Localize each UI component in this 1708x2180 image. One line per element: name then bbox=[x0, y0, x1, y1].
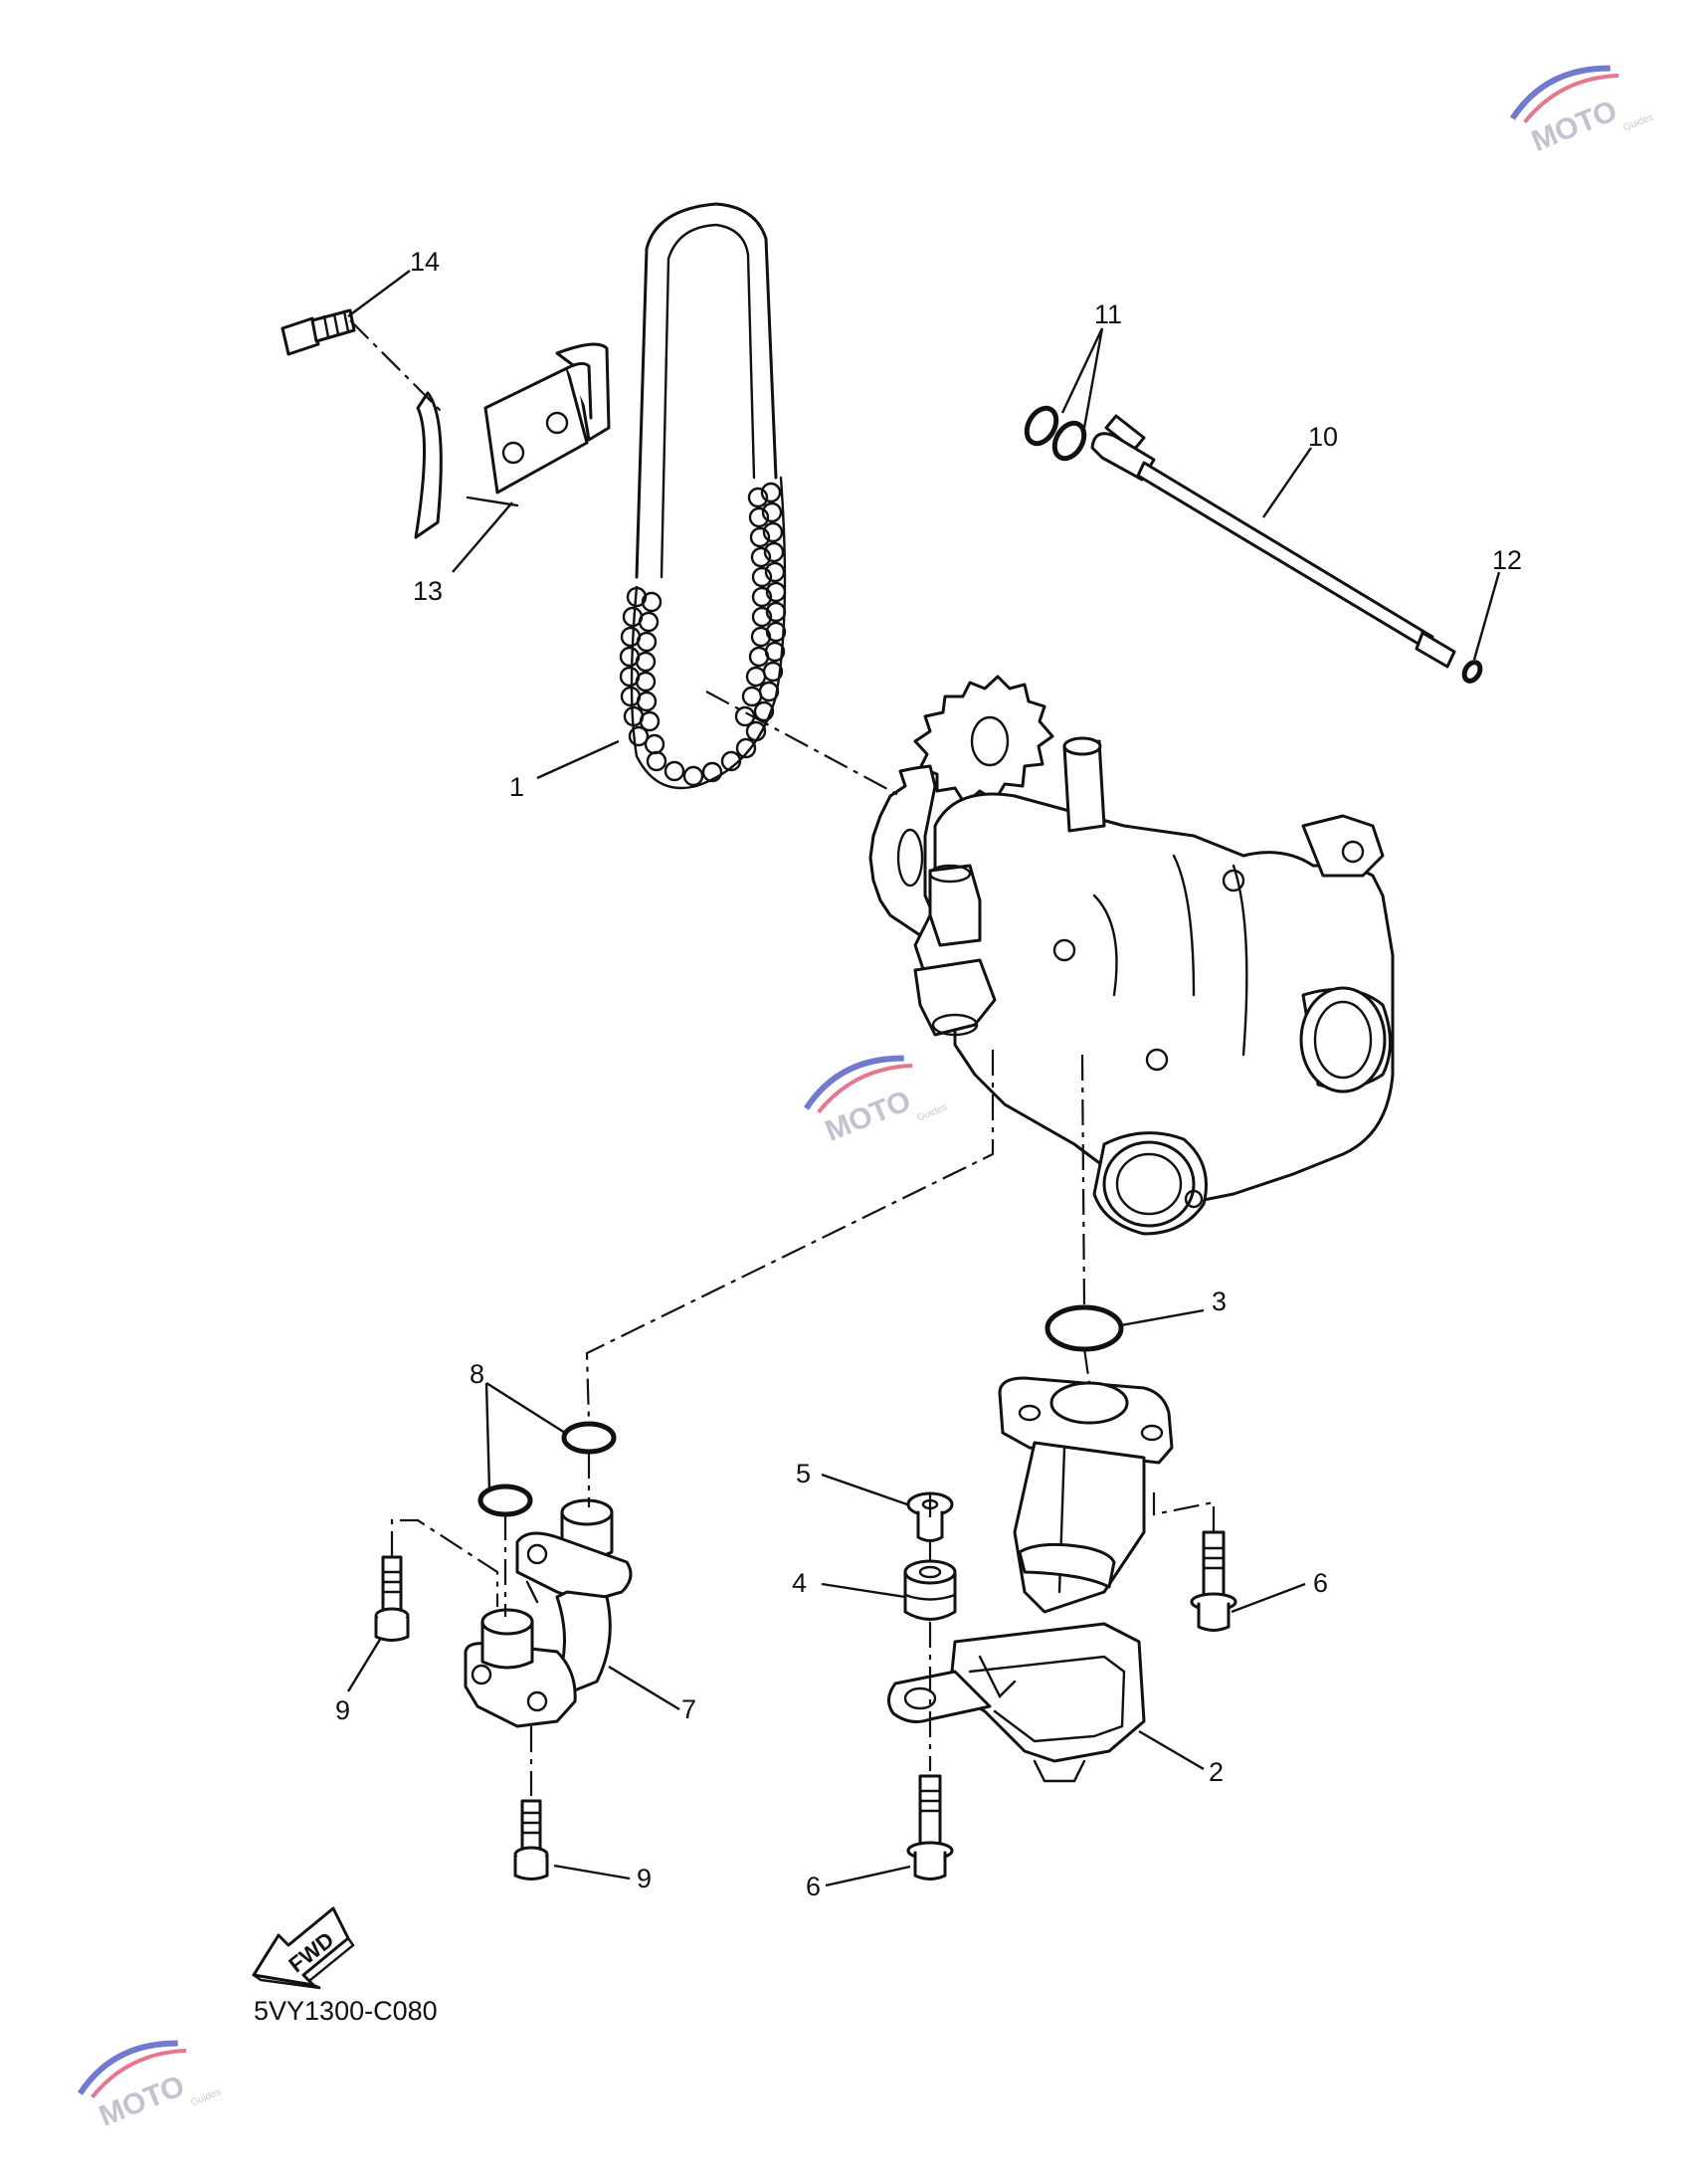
part-4-grommet bbox=[903, 1559, 957, 1621]
part-6-bolt-lower bbox=[906, 1774, 954, 1881]
watermark-logo-top-right: MOTO Guides bbox=[1509, 65, 1655, 158]
oil-pump-assembly bbox=[868, 675, 1395, 1236]
callout-5: 5 bbox=[796, 1459, 811, 1488]
fwd-arrow-icon: FWD bbox=[252, 1906, 355, 1990]
part-13-chain-guide bbox=[414, 342, 611, 539]
part-14-bolt bbox=[281, 308, 356, 356]
alignment-lines bbox=[349, 319, 1216, 1796]
callout-13: 13 bbox=[413, 576, 443, 606]
leader-lines bbox=[346, 270, 1501, 1887]
callout-8: 8 bbox=[470, 1359, 484, 1389]
callout-9-upper: 9 bbox=[335, 1695, 350, 1725]
svg-text:Guides: Guides bbox=[1621, 111, 1655, 133]
callout-3: 3 bbox=[1212, 1287, 1227, 1316]
part-9-bolt-upper bbox=[374, 1555, 410, 1642]
svg-text:Guides: Guides bbox=[189, 2086, 223, 2108]
part-9-bolt-lower bbox=[513, 1799, 549, 1881]
svg-text:Guides: Guides bbox=[915, 1101, 949, 1123]
part-7-oil-pipe bbox=[464, 1498, 633, 1728]
part-11-o-rings bbox=[1024, 405, 1087, 462]
callout-4: 4 bbox=[792, 1568, 807, 1598]
part-6-bolt-upper bbox=[1190, 1530, 1237, 1632]
callout-10: 10 bbox=[1308, 422, 1338, 452]
callout-11: 11 bbox=[1094, 299, 1122, 329]
callout-9-lower: 9 bbox=[637, 1864, 652, 1893]
callout-14: 14 bbox=[410, 247, 440, 277]
callout-1: 1 bbox=[509, 772, 524, 802]
callout-12: 12 bbox=[1492, 545, 1522, 575]
figure-code: 5VY1300-C080 bbox=[254, 1996, 438, 2026]
watermark-logo-center: MOTO Guides bbox=[803, 1055, 949, 1148]
callout-2: 2 bbox=[1209, 1757, 1224, 1787]
part-2-oil-strainer bbox=[887, 1376, 1174, 1783]
callout-labels: 14 13 1 11 10 12 3 5 4 6 2 8 7 9 9 6 bbox=[335, 247, 1522, 1901]
part-3-o-ring bbox=[1044, 1304, 1124, 1352]
callout-6-upper: 6 bbox=[1313, 1568, 1328, 1598]
part-1-drive-chain bbox=[619, 202, 787, 790]
part-10-pump-shaft bbox=[1090, 414, 1456, 669]
callout-7: 7 bbox=[681, 1694, 696, 1724]
watermark-logo-bottom-left: MOTO Guides bbox=[77, 2040, 223, 2133]
callout-6-lower: 6 bbox=[806, 1872, 821, 1901]
part-12-clip bbox=[1461, 660, 1483, 684]
